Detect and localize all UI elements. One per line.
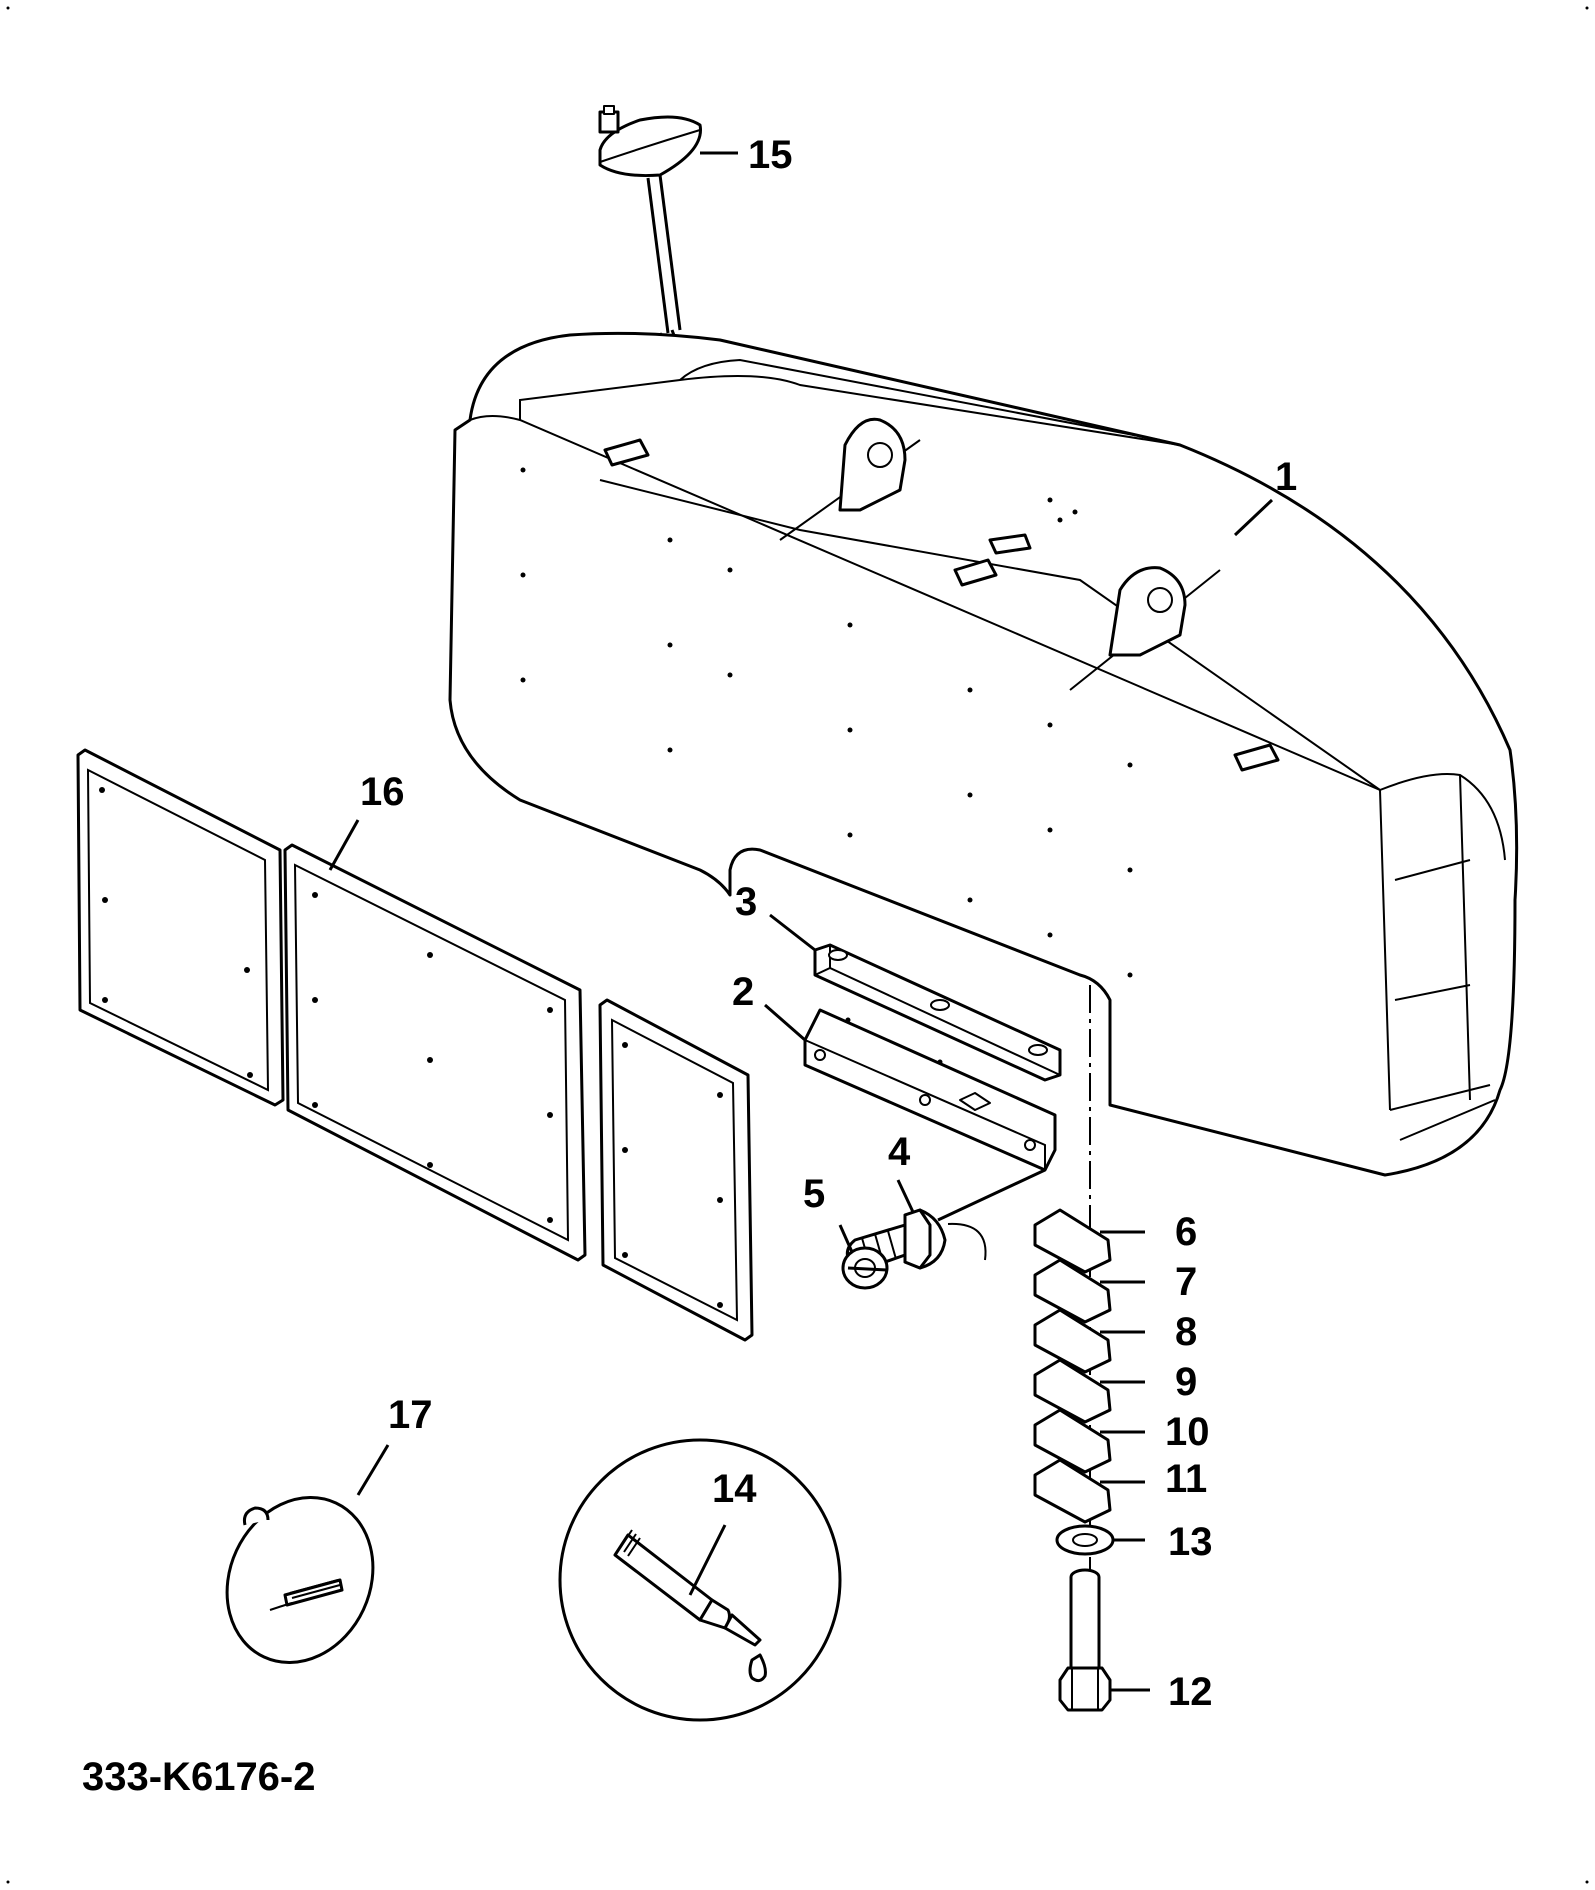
- callout-6: 6: [1175, 1210, 1197, 1254]
- callout-7: 7: [1175, 1260, 1197, 1304]
- callout-17: 17: [388, 1393, 433, 1437]
- part-14-adhesive: [558, 1438, 842, 1722]
- crop-marks: [6, 6, 1589, 1884]
- part-2-angle-bracket: [764, 1003, 1057, 1172]
- diagram-reference-code: 333-K6176-2: [82, 1755, 316, 1799]
- callout-3: 3: [735, 880, 757, 924]
- face-holes: [520, 467, 1133, 978]
- callout-4: 4: [888, 1130, 911, 1174]
- callout-5: 5: [803, 1172, 825, 1216]
- callout-9: 9: [1175, 1360, 1197, 1404]
- part-5-washer: [838, 1224, 889, 1290]
- callout-14: 14: [712, 1467, 757, 1511]
- callout-2: 2: [732, 970, 754, 1014]
- part-6-11-shims: [1033, 1208, 1145, 1524]
- part-16-side-panels: [76, 748, 754, 1342]
- callout-16: 16: [360, 770, 405, 814]
- callout-10: 10: [1165, 1410, 1210, 1454]
- part-17-plug: [225, 1444, 390, 1665]
- part-1-counterweight: [448, 331, 1519, 1177]
- callout-labels: 1 2 3 4 5 6 7 8 9 10 11 12 13 14 15 16 1…: [360, 133, 1297, 1714]
- callout-13: 13: [1168, 1520, 1213, 1564]
- callout-15: 15: [748, 133, 793, 177]
- callout-11: 11: [1165, 1457, 1207, 1501]
- callout-8: 8: [1175, 1310, 1197, 1354]
- part-13-washer: [1055, 1524, 1145, 1556]
- part-12-bolt: [1058, 1568, 1150, 1712]
- callout-1: 1: [1275, 455, 1297, 499]
- callout-12: 12: [1168, 1670, 1213, 1714]
- part-3-bar: [769, 913, 1062, 1082]
